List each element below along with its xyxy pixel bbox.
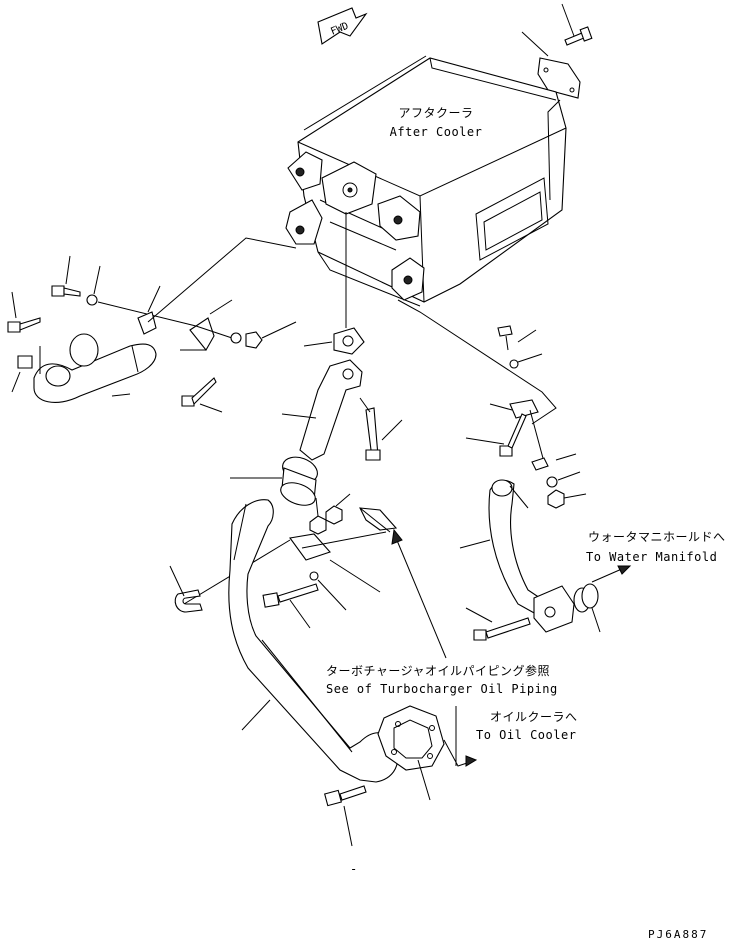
center-nut-b [326, 494, 350, 524]
drawing-number: PJ6A887 [648, 928, 709, 941]
center-washer [310, 572, 346, 610]
stray-mark: - [350, 862, 358, 876]
after-cooler-label-en: After Cooler [389, 125, 483, 139]
right-washer-mid [547, 454, 580, 487]
left-hose-clamp [138, 286, 160, 334]
oil-cooler-label-en: To Oil Cooler [476, 728, 577, 742]
turbo-piping-label-jp: ターボチャージャオイルパイピング参照 [326, 664, 551, 678]
cover-plate [538, 58, 580, 98]
center-gasket [304, 212, 364, 354]
to-oil-cooler-arrow-icon [444, 706, 476, 766]
right-lower-bolt [466, 608, 530, 640]
long-oil-pipe [229, 500, 398, 782]
left-lower-bolt [182, 378, 222, 412]
water-manifold-label-jp: ウォータマニホールドへ [588, 530, 726, 544]
oil-cooler-label-jp: オイルクーラへ [490, 710, 578, 724]
center-bolt [360, 398, 402, 460]
turbo-piping-label-en: See of Turbocharger Oil Piping [326, 682, 558, 696]
to-water-manifold-arrow-icon [592, 566, 630, 582]
after-cooler-label-jp: アフタクーラ [398, 106, 474, 120]
right-bolt-top [498, 326, 536, 350]
right-nut [548, 490, 586, 508]
left-leader-to-cooler [148, 238, 296, 322]
left-bolt-mid [8, 292, 40, 332]
right-leader-to-cooler [398, 300, 556, 424]
left-bolt-top [52, 256, 80, 296]
oil-cooler-gasket [378, 706, 444, 800]
fwd-arrow-icon: FWD [318, 8, 366, 44]
right-washer-top [510, 354, 542, 368]
right-water-fitting [534, 584, 600, 632]
u-clip [170, 566, 202, 612]
center-nut-a [310, 498, 326, 534]
lower-bolt [325, 786, 366, 846]
left-gasket-bracket [180, 300, 296, 350]
center-hose-joint [230, 453, 321, 510]
center-long-bolt [263, 584, 318, 628]
left-elbow-pipe [34, 334, 156, 402]
right-elbow-pipe [460, 480, 540, 614]
right-bolt-mid [466, 414, 526, 456]
left-plug [12, 356, 32, 392]
right-clamp [490, 400, 548, 470]
center-bracket [184, 508, 396, 604]
center-vertical-pipe [282, 360, 362, 460]
cover-bolt [522, 4, 592, 56]
water-manifold-label-en: To Water Manifold [586, 550, 718, 564]
turbo-piping-leader-arrow-icon [392, 530, 446, 658]
after-cooler-fittings [286, 152, 424, 300]
